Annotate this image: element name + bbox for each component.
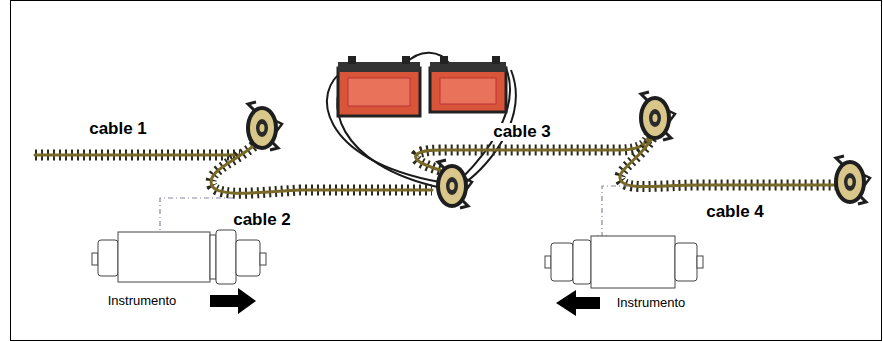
cable bbox=[620, 138, 835, 187]
instrument-cylinder bbox=[545, 236, 703, 288]
battery bbox=[430, 56, 506, 112]
cable-reel bbox=[438, 160, 472, 208]
cable-reel bbox=[641, 92, 675, 140]
cable-label: cable 2 bbox=[231, 211, 293, 230]
cable-label: cable 4 bbox=[704, 203, 766, 222]
battery bbox=[338, 56, 420, 116]
cable bbox=[35, 155, 240, 156]
instrument-cylinder bbox=[92, 230, 266, 284]
instrument-label: Instrumento bbox=[615, 296, 688, 310]
cable-reel bbox=[836, 156, 870, 204]
direction-arrow bbox=[556, 290, 600, 316]
cable bbox=[211, 142, 432, 193]
battery-wires bbox=[327, 53, 516, 188]
direction-arrow bbox=[210, 288, 256, 314]
instrument-label: Instrumento bbox=[106, 294, 179, 308]
cable-label: cable 3 bbox=[491, 123, 553, 142]
cable-label: cable 1 bbox=[87, 120, 149, 139]
leader-line bbox=[602, 186, 628, 244]
frame bbox=[11, 1, 882, 341]
cable-reel bbox=[248, 102, 282, 150]
